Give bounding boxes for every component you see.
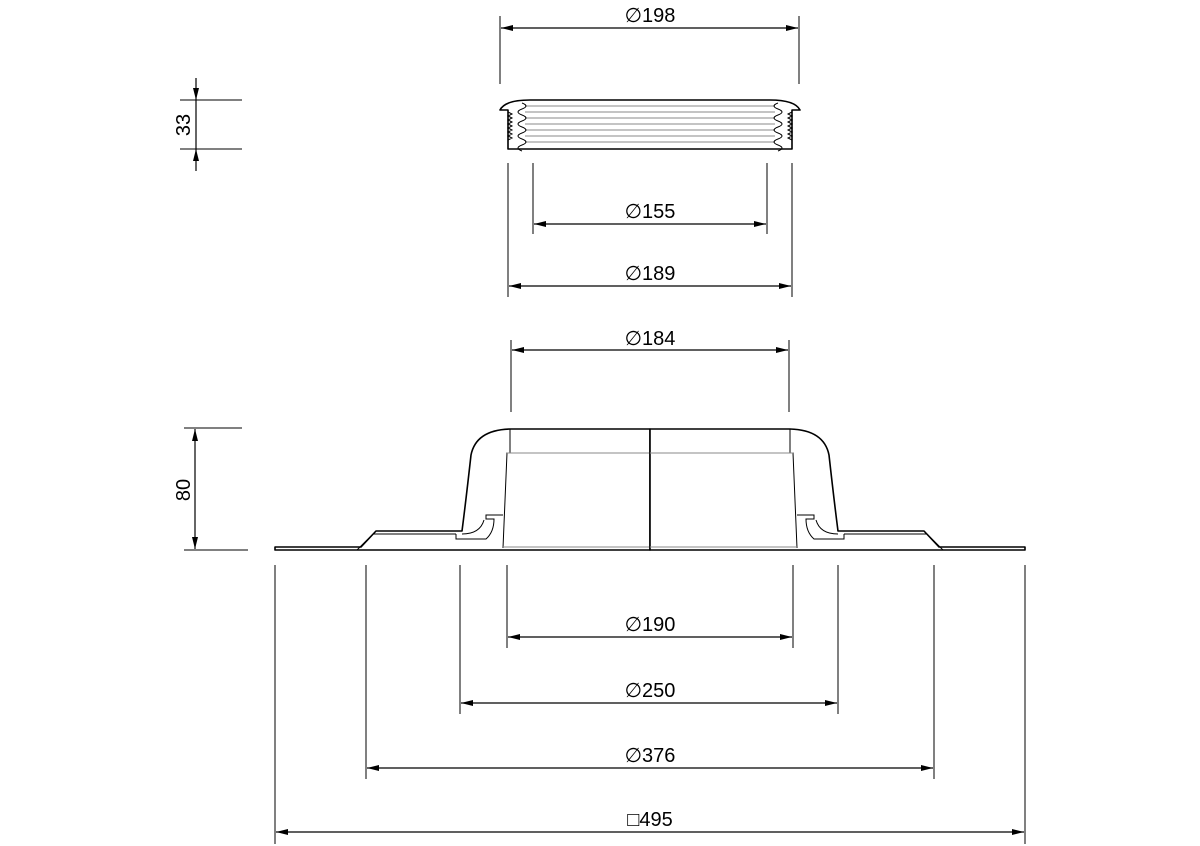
- dimension-label: ∅184: [625, 328, 676, 350]
- dimension-label: 33: [173, 114, 195, 136]
- dimension-sheet-size-495: □495: [274, 565, 1026, 844]
- dimension-ring-height-33: 33: [173, 78, 242, 171]
- dimension-top-opening-184: ∅184: [510, 328, 790, 412]
- dimension-label: ∅198: [625, 5, 676, 27]
- dimension-collar-diameter-250: ∅250: [459, 565, 839, 714]
- dimension-thread-diameter-189: ∅189: [507, 163, 793, 297]
- dimension-label: ∅155: [625, 201, 676, 223]
- dimension-label: ∅376: [625, 745, 676, 767]
- dimension-base-height-80: 80: [173, 427, 248, 551]
- dimension-outer-diameter-198: ∅198: [499, 5, 800, 84]
- dimension-label: ∅250: [625, 680, 676, 702]
- dimension-flange-diameter-376: ∅376: [365, 565, 935, 779]
- dimension-label: 80: [173, 479, 195, 501]
- threaded-ring: [499, 99, 801, 152]
- dimension-inner-diameter-155: ∅155: [532, 163, 768, 234]
- base-flange: [274, 428, 1026, 551]
- dimension-label: ∅189: [625, 263, 676, 285]
- dimension-label: ∅190: [625, 614, 676, 636]
- dimension-label: □495: [627, 809, 672, 831]
- dimension-outlet-diameter-190: ∅190: [506, 565, 794, 648]
